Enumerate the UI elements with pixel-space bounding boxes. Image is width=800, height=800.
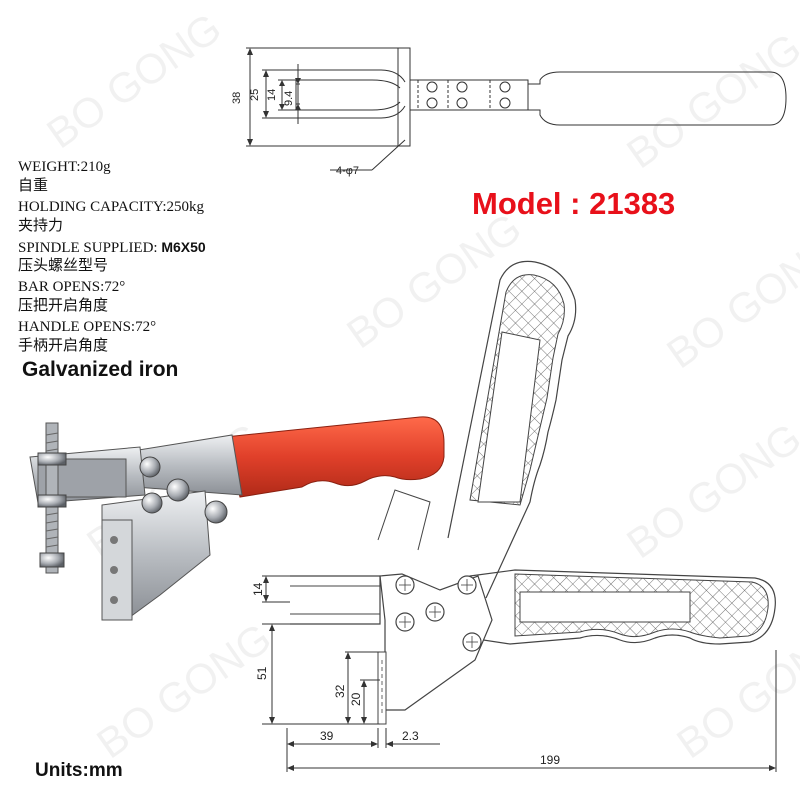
dimension-25: 25 — [249, 89, 261, 101]
base-plate-outline — [397, 47, 411, 147]
dimension-51: 51 — [255, 666, 269, 680]
dimension-14-side: 14 — [251, 582, 265, 596]
linkage-body-outline — [409, 79, 529, 111]
spec-holding-capacity: HOLDING CAPACITY:250kg — [18, 199, 204, 215]
spec-handle-opens-cn: 手柄开启角度 — [18, 338, 109, 354]
dimension-9-4: 9.4 — [283, 91, 295, 106]
mounting-hole — [110, 596, 118, 604]
jaw-lower-line — [296, 105, 406, 119]
dimension-32: 32 — [333, 684, 347, 698]
spec-spindle-value: M6X50 — [161, 239, 206, 255]
product-photo — [29, 416, 445, 621]
side-view-drawing: 14 51 32 20 39 2.3 199 — [251, 260, 777, 772]
spec-spindle: SPINDLE SUPPLIED: M6X50 — [18, 238, 206, 257]
pivot-rivet — [141, 492, 163, 514]
spec-weight: WEIGHT:210g — [18, 159, 111, 175]
open-handle-outline — [447, 260, 577, 599]
mounting-hole — [110, 536, 118, 544]
clamp-bar-outline — [290, 575, 381, 625]
pivot-rivet — [204, 500, 228, 524]
dimension-39: 39 — [320, 729, 334, 743]
spec-bar-opens: BAR OPENS:72° — [18, 279, 126, 295]
spec-spindle-label: SPINDLE SUPPLIED: — [18, 240, 162, 256]
model-number: Model : 21383 — [472, 186, 676, 221]
dimension-199: 199 — [540, 753, 560, 767]
jaw-upper-line — [296, 69, 406, 83]
open-bar-outline — [377, 489, 431, 551]
units-label: Units:mm — [35, 760, 123, 781]
upper-nut — [37, 452, 67, 466]
dimension-20: 20 — [349, 692, 363, 706]
closed-handle-outline — [469, 569, 776, 645]
spec-holding-capacity-cn: 夹持力 — [18, 218, 64, 234]
spec-bar-opens-cn: 压把开启角度 — [18, 298, 109, 314]
hole-spec-label: 4-φ7 — [336, 165, 359, 177]
spec-spindle-cn: 压头螺丝型号 — [18, 258, 109, 274]
lower-nut — [37, 494, 67, 508]
red-handle-grip — [224, 416, 445, 498]
spindle-head — [39, 552, 65, 568]
top-view-drawing: 38 25 14 9.4 4-φ7 — [231, 47, 787, 177]
dimension-14: 14 — [266, 89, 278, 101]
mounting-hole — [110, 566, 118, 574]
pivot-rivet — [166, 478, 190, 502]
dimension-2-3: 2.3 — [402, 729, 419, 743]
material-label: Galvanized iron — [22, 358, 179, 381]
dimension-38: 38 — [231, 92, 243, 104]
spec-weight-cn: 自重 — [18, 178, 49, 194]
pivot-rivet — [139, 456, 161, 478]
handle-outline — [528, 71, 787, 126]
spec-handle-opens: HANDLE OPENS:72° — [18, 319, 157, 335]
handle-insert-slot — [519, 591, 691, 623]
